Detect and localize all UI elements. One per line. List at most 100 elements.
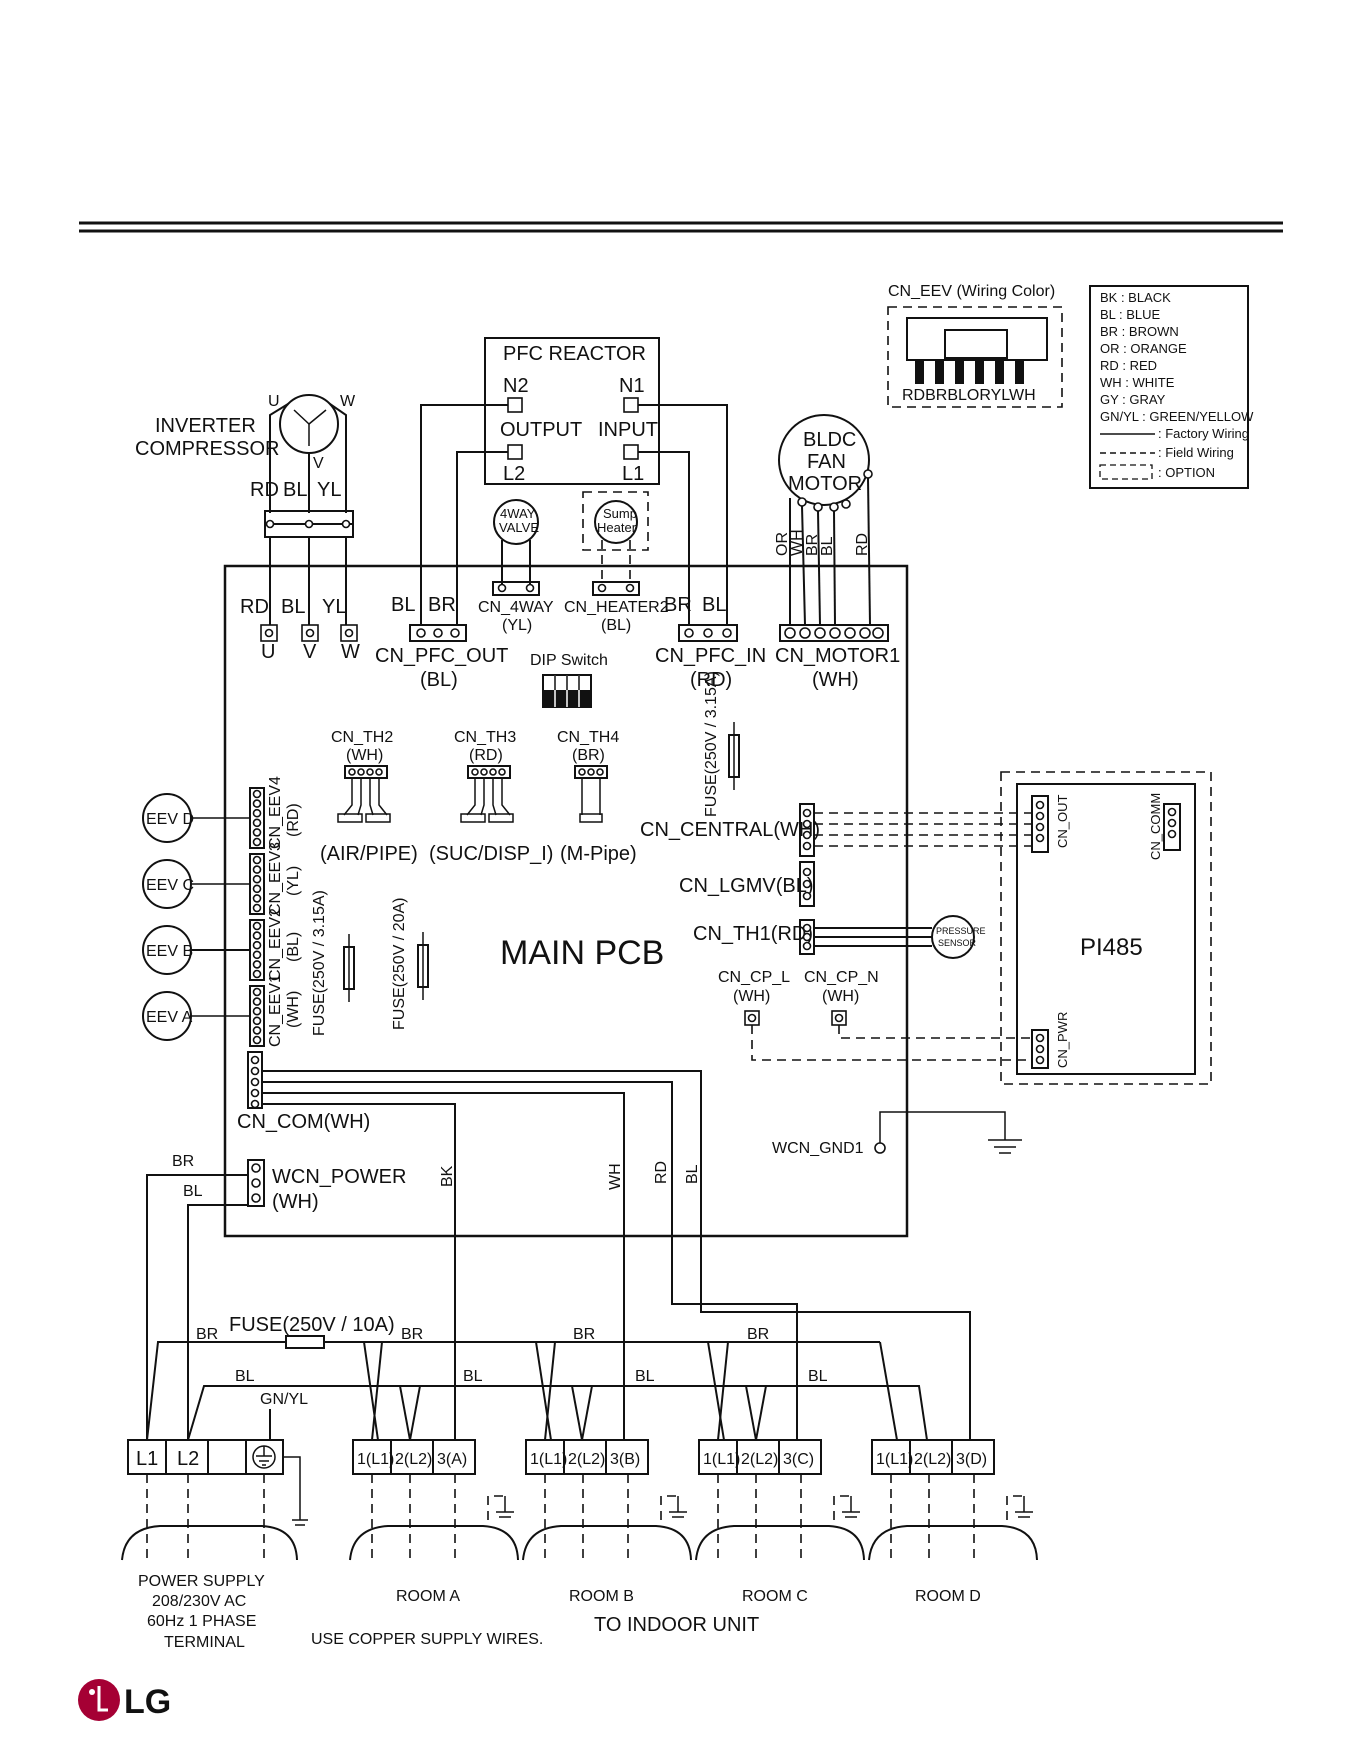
legend-entry: RD : RED: [1100, 358, 1157, 373]
pfc-title: PFC REACTOR: [503, 343, 646, 365]
connector-pin: [252, 894, 262, 903]
uvw-u: U: [261, 641, 275, 663]
compressor-bl: BL: [283, 479, 307, 501]
pfc-in-color: (RD): [690, 669, 732, 691]
bldc-fan-motor: BLDC FAN MOTOR OR WH BR BL RD: [774, 414, 873, 626]
fuse-10a-icon: [285, 1335, 325, 1349]
cn-th2: CN_TH2 (WH) (AIR/PIPE): [320, 729, 418, 865]
pfc-output: OUTPUT: [500, 419, 582, 441]
fuse-upper-label: FUSE(250V / 3.15A): [703, 671, 720, 817]
connector-pin: [252, 799, 262, 808]
connector-pin: [252, 940, 262, 950]
eev2-color: (BL): [285, 932, 302, 962]
connector-pin: [252, 921, 262, 931]
four-way-valve: 4WAY VALVE: [492, 499, 540, 596]
com-wh: WH: [607, 1163, 624, 1190]
main-pcb-title: MAIN PCB: [500, 934, 664, 972]
connector-pin: [252, 950, 262, 960]
pfc-in-bl: BL: [702, 594, 726, 616]
power-supply-line-1: POWER SUPPLY: [138, 1573, 265, 1590]
connector-pin: [252, 1016, 262, 1026]
cn-com: CN_COM(WH) BK WH RD BL: [237, 1051, 971, 1440]
cp-l-color: (WH): [733, 988, 770, 1005]
main-pcb-board: [223, 564, 909, 1238]
compressor-yl: YL: [317, 479, 341, 501]
pi485-comm: CN_COMM: [1148, 793, 1163, 860]
pfc-n2: N2: [503, 375, 529, 397]
bl-label: BL: [635, 1368, 655, 1385]
sump-heater: Sump Heater: [582, 491, 649, 596]
connector-pin: [252, 874, 262, 884]
fuse-mid-label: FUSE(250V / 20A): [391, 898, 408, 1031]
thermistor-icon: [337, 813, 363, 823]
fan-label-1: BLDC: [803, 429, 856, 451]
cn-pfc-out: BL BR CN_PFC_OUT (BL): [375, 594, 508, 691]
uvw-rd: RD: [240, 596, 269, 618]
eev1-name: CN_EEV1: [267, 974, 284, 1047]
ground-icon: [988, 1139, 1022, 1154]
room-name-label: ROOM C: [742, 1588, 808, 1605]
pfc-in-name: CN_PFC_IN: [655, 645, 766, 667]
cn-motor1: CN_MOTOR1 (WH): [775, 624, 900, 691]
room-terminal-label: 3(D): [956, 1451, 987, 1468]
power-br: BR: [172, 1153, 194, 1170]
room-terminal-label: 1(L1): [876, 1451, 913, 1468]
cn-cp-n: CN_CP_N (WH): [804, 969, 1030, 1039]
pfc-n1: N1: [619, 375, 645, 397]
uvw-yl: YL: [322, 596, 346, 618]
pfc-in-br: BR: [664, 594, 692, 616]
power-terminal-block: L1 L2: [121, 1439, 308, 1561]
gnyl-label: GN/YL: [260, 1391, 308, 1408]
connector-pin: [252, 960, 262, 969]
eev4-name: CN_EEV4: [267, 776, 284, 849]
fuse-upper: FUSE(250V / 3.15A): [703, 671, 740, 817]
terminal-wiring: FUSE(250V / 10A) BR BR BR BR BL BL BL BL…: [146, 1314, 928, 1441]
fan-label-2: FAN: [807, 451, 846, 473]
cp-l-name: CN_CP_L: [718, 969, 790, 986]
room-terminal-block: 1(L1)2(L2)3(B)ROOM B: [522, 1439, 692, 1605]
pfc-l1: L1: [622, 463, 644, 485]
room-terminal-block: 1(L1)2(L2)3(A)ROOM A: [349, 1439, 519, 1605]
com-bk: BK: [439, 1165, 456, 1187]
connector-pin: [252, 828, 262, 837]
cp-n-color: (WH): [822, 988, 859, 1005]
room-terminal-block: 1(L1)2(L2)3(D)ROOM D: [868, 1439, 1038, 1605]
wcn-power: WCN_POWER (WH) BR BL: [146, 1153, 406, 1440]
connector-pin: [252, 789, 262, 799]
lg-logo: LG: [78, 1679, 171, 1721]
fan-rd: RD: [854, 533, 871, 556]
room-terminal-label: 1(L1): [703, 1451, 740, 1468]
power-name: WCN_POWER: [272, 1166, 406, 1188]
pfc-out-bl: BL: [391, 594, 415, 616]
th2-sensor: (AIR/PIPE): [320, 843, 418, 865]
eev3-color: (YL): [285, 866, 302, 896]
th4-sensor: (M-Pipe): [560, 843, 637, 865]
th4-color: (BR): [572, 747, 605, 764]
bl-label: BL: [463, 1368, 483, 1385]
cn-eev-wiring-color: CN_EEV (Wiring Color) RDBRBLORYLWH: [887, 283, 1063, 408]
thermistor-icon: [579, 813, 603, 823]
eev-c-label: EEV C: [146, 877, 194, 894]
pi485-title: PI485: [1080, 934, 1143, 961]
uvw-v: V: [303, 641, 317, 663]
connector-pin: [252, 884, 262, 894]
valve-label-1: 4WAY: [500, 506, 536, 521]
connector-pin: [252, 997, 262, 1006]
room-terminal-block: 1(L1)2(L2)3(C)ROOM C: [695, 1439, 865, 1605]
terminal-l1: L1: [136, 1448, 158, 1470]
earth-symbol-icon: [252, 1445, 276, 1469]
power-supply-line-3: 60Hz 1 PHASE: [147, 1613, 256, 1630]
terminal-l2: L2: [177, 1448, 199, 1470]
br-label: BR: [747, 1326, 769, 1343]
fuse-left: FUSE(250V / 3.15A): [311, 890, 355, 1036]
sump-label-2: Heater: [597, 520, 637, 535]
fan-bl: BL: [819, 536, 836, 556]
th1-label: CN_TH1(RD): [693, 923, 813, 945]
option-symbol: [1099, 464, 1153, 480]
legend-factory: : Factory Wiring: [1158, 426, 1249, 441]
power-supply-label: POWER SUPPLY 208/230V AC 60Hz 1 PHASE TE…: [138, 1573, 265, 1651]
com-label: CN_COM(WH): [237, 1111, 370, 1133]
copper-note: USE COPPER SUPPLY WIRES.: [311, 1631, 543, 1648]
terminal-fuse-label: FUSE(250V / 10A): [229, 1314, 395, 1336]
legend-field: : Field Wiring: [1158, 445, 1234, 460]
